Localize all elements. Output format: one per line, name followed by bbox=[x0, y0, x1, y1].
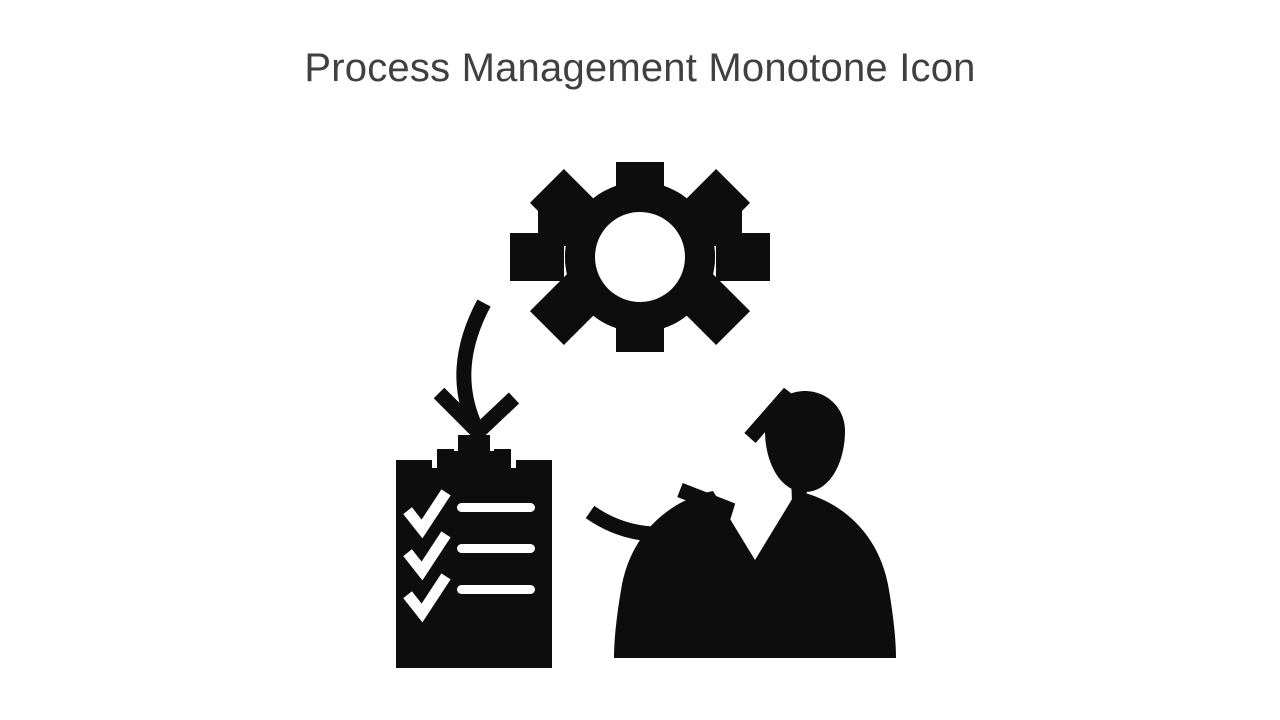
clipboard-checklist-icon bbox=[396, 431, 552, 668]
gear-icon bbox=[510, 162, 770, 352]
clipboard-lines bbox=[457, 503, 535, 594]
clipboard-checkmarks bbox=[403, 489, 451, 623]
process-management-illustration bbox=[380, 150, 900, 670]
page-title: Process Management Monotone Icon bbox=[304, 46, 976, 90]
arrow-clipboard-to-person bbox=[585, 483, 736, 556]
arrow-person-to-gear bbox=[744, 387, 829, 563]
arrow-gear-to-clipboard bbox=[433, 299, 520, 443]
